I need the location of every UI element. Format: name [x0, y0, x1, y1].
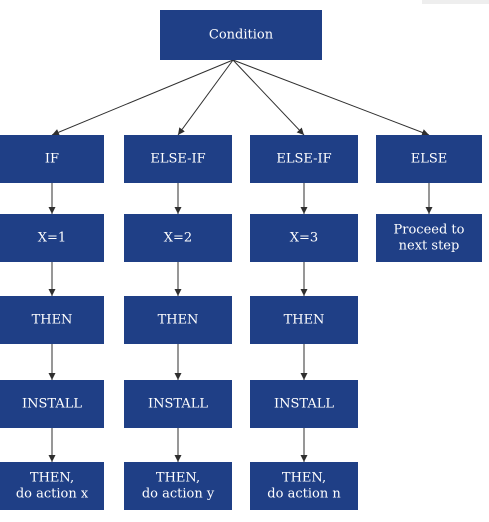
arrow-condition-to-else-if-1: [177, 59, 234, 136]
node-label-install-3-line-1: INSTALL: [274, 397, 334, 412]
node-box-if: [0, 135, 104, 183]
node-label-then-3-line-1: THEN: [284, 313, 325, 328]
node-box-x2: [124, 214, 232, 262]
node-action-x: THEN,do action x: [0, 462, 104, 510]
node-install-3: INSTALL: [250, 380, 358, 428]
node-x3: X=3: [250, 214, 358, 262]
node-x2: X=2: [124, 214, 232, 262]
node-label-proceed-line-1: Proceed to: [394, 223, 465, 238]
node-label-x2-line-1: X=2: [164, 231, 192, 246]
node-then-1: THEN: [0, 296, 104, 344]
node-label-then-2-line-1: THEN: [158, 313, 199, 328]
node-then-3: THEN: [250, 296, 358, 344]
node-label-action-y-line-1: THEN,: [156, 471, 200, 486]
node-box-x3: [250, 214, 358, 262]
node-box-x1: [0, 214, 104, 262]
node-label-install-2-line-1: INSTALL: [148, 397, 208, 412]
arrow-condition-to-else: [232, 59, 430, 136]
node-box-then-2: [124, 296, 232, 344]
node-label-action-n-line-2: do action n: [267, 487, 341, 502]
node-label-if-line-1: IF: [45, 152, 59, 167]
node-box-action-x: [0, 462, 104, 510]
node-label-x1-line-1: X=1: [38, 231, 66, 246]
node-label-action-y-line-2: do action y: [142, 487, 215, 502]
node-then-2: THEN: [124, 296, 232, 344]
node-box-else-if-1: [124, 135, 232, 183]
node-label-else-if-1-line-1: ELSE-IF: [150, 152, 205, 167]
node-if: IF: [0, 135, 104, 183]
node-box-else: [376, 135, 482, 183]
node-box-install-2: [124, 380, 232, 428]
node-x1: X=1: [0, 214, 104, 262]
top-right-decor-bar: [422, 0, 489, 4]
node-else-if-2: ELSE-IF: [250, 135, 358, 183]
node-label-proceed-line-2: next step: [399, 239, 460, 254]
arrow-condition-to-if: [51, 59, 234, 136]
node-box-action-n: [250, 462, 358, 510]
node-label-else-line-1: ELSE: [411, 152, 448, 167]
node-label-condition-line-1: Condition: [209, 28, 274, 43]
node-box-condition: [160, 10, 322, 60]
node-box-else-if-2: [250, 135, 358, 183]
node-condition: Condition: [160, 10, 322, 60]
node-label-else-if-2-line-1: ELSE-IF: [276, 152, 331, 167]
node-label-action-x-line-1: THEN,: [30, 471, 74, 486]
node-label-install-1-line-1: INSTALL: [22, 397, 82, 412]
node-else-if-1: ELSE-IF: [124, 135, 232, 183]
node-box-install-1: [0, 380, 104, 428]
node-label-then-1-line-1: THEN: [32, 313, 73, 328]
node-label-x3-line-1: X=3: [290, 231, 318, 246]
node-box-action-y: [124, 462, 232, 510]
node-label-action-n-line-1: THEN,: [282, 471, 326, 486]
node-box-then-1: [0, 296, 104, 344]
node-else: ELSE: [376, 135, 482, 183]
node-action-n: THEN,do action n: [250, 462, 358, 510]
node-box-proceed: [376, 214, 482, 262]
node-label-action-x-line-2: do action x: [16, 487, 89, 502]
node-install-2: INSTALL: [124, 380, 232, 428]
node-install-1: INSTALL: [0, 380, 104, 428]
arrow-condition-to-else-if-2: [232, 59, 305, 136]
node-box-install-3: [250, 380, 358, 428]
node-action-y: THEN,do action y: [124, 462, 232, 510]
connectors-layer: [48, 59, 433, 462]
node-box-then-3: [250, 296, 358, 344]
